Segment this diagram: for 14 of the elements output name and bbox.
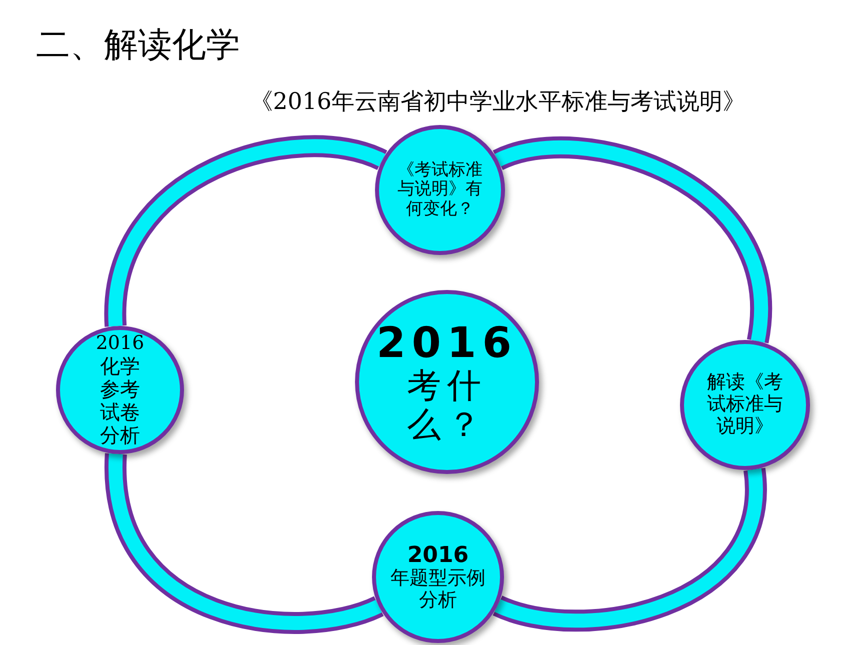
circle-text: 年题型示例分析 — [390, 568, 486, 612]
ring-band — [494, 469, 766, 632]
circle-text: 《考试标准与说明》有何变化？ — [396, 160, 484, 220]
circle-text: 2016 — [407, 542, 469, 568]
ring-band — [104, 135, 386, 327]
title: 二、解读化学 — [36, 24, 240, 67]
circle-text: 化学参考试卷分析 — [99, 354, 141, 447]
ring-band — [104, 454, 383, 634]
circle-text: 2016 — [96, 333, 144, 355]
subtitle: 《2016年云南省初中学业水平标准与考试说明》 — [250, 88, 746, 117]
circle-text: 2016 — [376, 318, 518, 368]
circle-text: 解读《考试标准与说明》 — [706, 372, 784, 438]
circle-text: 考什么？ — [406, 367, 488, 446]
ring-band — [494, 136, 772, 342]
